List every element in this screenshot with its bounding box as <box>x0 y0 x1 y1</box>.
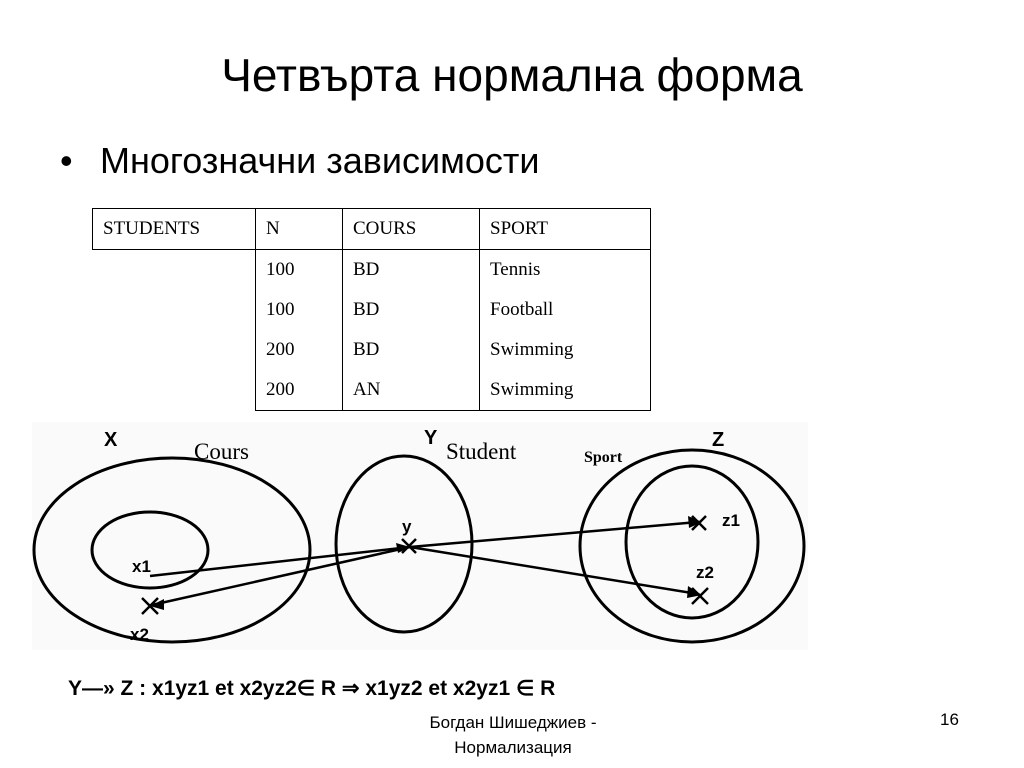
x2-label: x2 <box>130 625 149 644</box>
table-header-row: STUDENTS N COURS SPORT <box>92 208 651 250</box>
table-row: 100 BD Tennis <box>93 249 651 290</box>
cours-label: Cours <box>194 439 249 464</box>
table-cell: 100 <box>255 290 343 330</box>
table-cell: BD <box>342 290 480 330</box>
header-cell: COURS <box>342 208 480 250</box>
header-cell: SPORT <box>479 208 651 250</box>
mvd-diagram: X Y Z Cours Student Sport x1 x2 y z1 z2 <box>32 422 808 650</box>
header-cell: N <box>255 208 343 250</box>
footer-line-2: Нормализация <box>454 738 572 757</box>
table-cell: 200 <box>255 330 343 370</box>
table-cell: Swimming <box>479 330 651 370</box>
set-z-label: Z <box>712 429 724 451</box>
x1-label: x1 <box>132 557 151 576</box>
table-cell: BD <box>342 249 480 290</box>
table-row: 100 BD Football <box>93 290 651 330</box>
sport-label: Sport <box>584 449 623 466</box>
arrow-head <box>396 543 410 553</box>
footer-author: Богдан Шишеджиев - Нормализация <box>380 710 646 760</box>
header-cell: STUDENTS <box>92 208 256 250</box>
bullet-text: Многозначни зависимости <box>100 140 540 181</box>
table-cell: Tennis <box>479 249 651 290</box>
page-number: 16 <box>940 710 959 729</box>
bullet-dot: • <box>60 140 73 181</box>
table-cell: BD <box>342 330 480 370</box>
set-x-inner <box>90 510 210 590</box>
set-z-outer <box>578 448 806 644</box>
table-cell: Football <box>479 290 651 330</box>
mapping-lines <box>149 520 699 607</box>
student-label: Student <box>446 439 517 464</box>
arrow-head <box>150 599 164 610</box>
footer-line-1: Богдан Шишеджиев - <box>429 713 597 732</box>
slide-title: Четвърта нормална форма <box>221 49 803 101</box>
table-cell: 100 <box>255 249 343 290</box>
point-markers <box>141 515 709 615</box>
set-y-label: Y <box>424 427 438 449</box>
arrow-head <box>688 516 702 528</box>
table-cell: 200 <box>255 370 343 411</box>
set-z-inner <box>624 464 760 620</box>
mvd-formula: Y—» Z : x1yz1 et x2yz2∈ R ⇒ x1yz2 et x2y… <box>68 677 556 700</box>
set-x-label: X <box>104 429 118 451</box>
z2-label: z2 <box>696 563 714 582</box>
set-x-outer <box>32 456 312 644</box>
relation-table: STUDENTS N COURS SPORT 100 BD Tennis 100… <box>92 208 651 411</box>
table-row: 200 BD Swimming <box>93 330 651 370</box>
table-row: 200 AN Swimming <box>93 370 651 411</box>
bullet-item: • Многозначни зависимости <box>60 140 539 182</box>
table-cell: Swimming <box>479 370 651 411</box>
z1-label: z1 <box>722 511 740 530</box>
table-cell: AN <box>342 370 480 411</box>
y-label: y <box>402 517 412 536</box>
set-y <box>334 454 474 634</box>
